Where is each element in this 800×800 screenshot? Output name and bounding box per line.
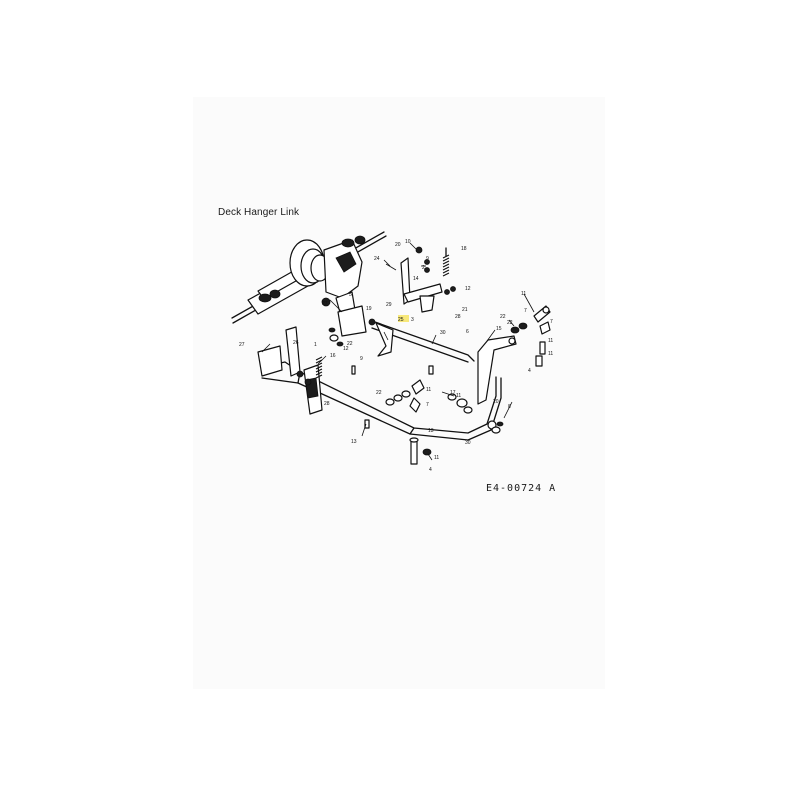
callout-16: 16	[330, 353, 336, 359]
callout-3: 3	[411, 317, 414, 323]
callout-28: 28	[455, 314, 461, 320]
callout-7: 7	[550, 319, 553, 325]
callout-7: 7	[426, 402, 429, 408]
extension-springs	[315, 247, 450, 379]
callout-27: 27	[322, 301, 328, 307]
callout-5: 5	[349, 292, 352, 298]
callout-22: 22	[347, 341, 353, 347]
callout-7: 7	[524, 308, 527, 314]
right-link-arm	[477, 335, 517, 430]
callout-14: 14	[413, 276, 419, 282]
callout-27: 27	[239, 342, 245, 348]
callout-4: 4	[528, 368, 531, 374]
callout-12: 12	[465, 286, 471, 292]
callout-11: 11	[548, 338, 553, 344]
callout-9: 9	[426, 256, 429, 262]
callout-13: 13	[428, 428, 434, 434]
callout-15: 15	[496, 326, 502, 332]
callout-11: 11	[426, 387, 431, 393]
hardware-center	[364, 365, 473, 465]
callout-11: 11	[456, 393, 461, 399]
lift-bracket	[385, 246, 456, 313]
callout-2: 2	[422, 265, 425, 271]
callout-29: 29	[386, 302, 392, 308]
callout-19: 19	[366, 306, 372, 312]
hardware-right	[491, 305, 551, 434]
callout-8: 8	[508, 404, 511, 410]
hardware-left	[296, 318, 376, 386]
callout-6: 6	[466, 329, 469, 335]
callout-4: 4	[429, 467, 432, 473]
callout-highlight	[398, 315, 409, 322]
callout-20: 20	[395, 242, 401, 248]
callout-22: 22	[500, 314, 506, 320]
callout-21: 21	[462, 307, 468, 313]
callout-28: 28	[324, 401, 330, 407]
callout-12: 12	[343, 346, 349, 352]
diagram-code: E4-00724 A	[486, 483, 557, 494]
part-callouts: 20 10 18 24 9 2 14 12 21 29 28 3 11 7 22…	[239, 239, 553, 473]
callout-26: 26	[293, 340, 299, 346]
callout-25: 25	[398, 317, 404, 323]
callout-11: 11	[548, 351, 553, 357]
callout-22: 22	[376, 390, 382, 396]
callout-1: 1	[314, 342, 317, 348]
deck-hanger-frame	[257, 305, 502, 441]
callout-18: 18	[461, 246, 467, 252]
transaxle-assembly	[231, 231, 387, 324]
callout-20: 20	[493, 399, 499, 405]
callout-24: 24	[374, 256, 380, 262]
callout-22: 22	[507, 320, 513, 326]
callout-10: 10	[405, 239, 411, 245]
callout-30: 30	[440, 330, 446, 336]
callout-13: 13	[351, 439, 357, 445]
callout-11: 11	[521, 291, 526, 297]
leader-lines	[261, 242, 535, 461]
callout-9: 9	[360, 356, 363, 362]
callout-30: 30	[465, 440, 471, 446]
diagram-sheet	[193, 97, 605, 689]
left-link-arms	[285, 326, 323, 415]
callout-17: 17	[450, 390, 456, 396]
diagram-title: Deck Hanger Link	[218, 207, 300, 218]
callout-11: 11	[434, 455, 439, 461]
